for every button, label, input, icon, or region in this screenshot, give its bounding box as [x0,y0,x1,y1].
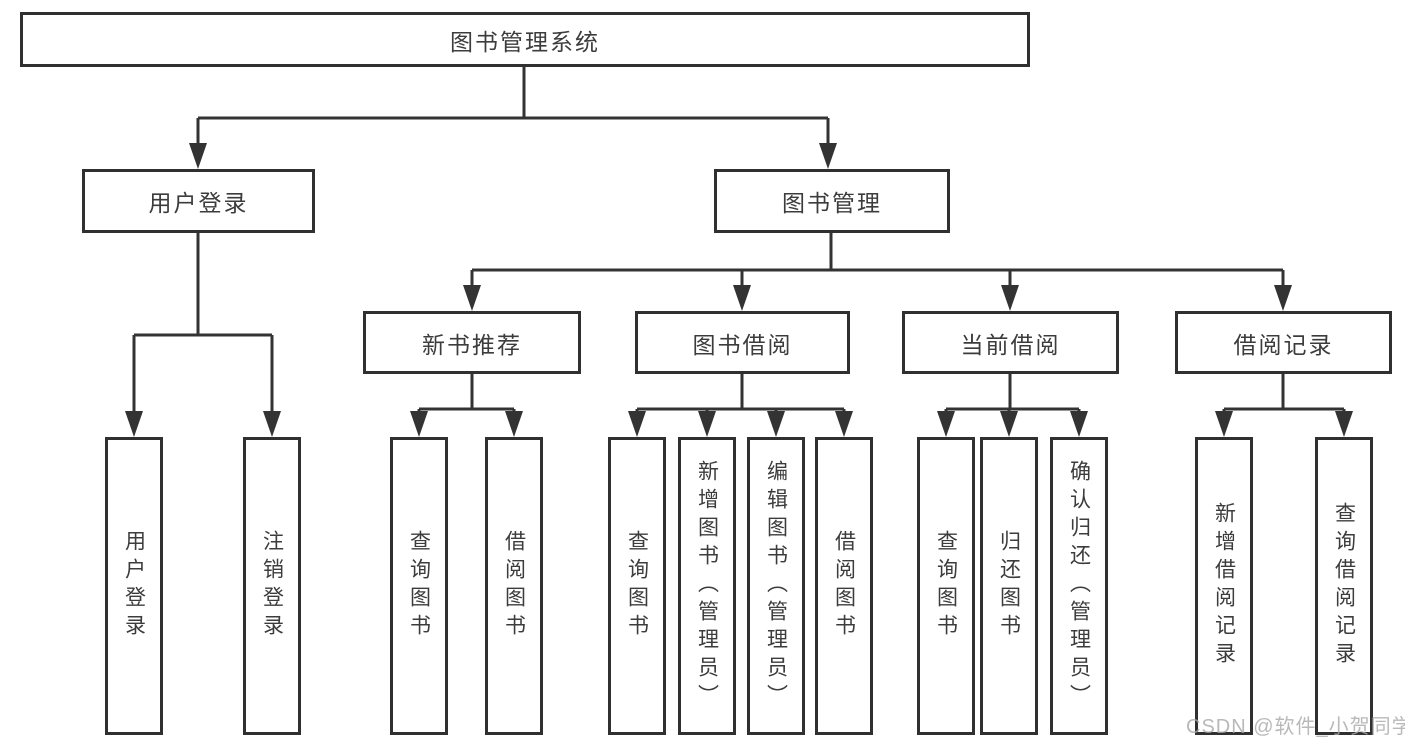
leaf-confirm-return-admin: 确认归还（管理员） [1050,437,1108,735]
leaf-return-books: 归还图书 [980,437,1038,735]
leaf-edit-books-admin: 编辑图书（管理员） [747,437,805,735]
leaf-add-borrow-record: 新增借阅记录 [1195,437,1253,735]
leaf-query-books-borrowing: 查询图书 [608,437,666,735]
leaf-query-borrow-record: 查询借阅记录 [1315,437,1373,735]
leaf-borrow-books: 借阅图书 [815,437,873,735]
node-current-borrowing: 当前借阅 [902,311,1119,374]
node-user-login: 用户登录 [82,169,315,233]
leaf-borrow-books-recommend: 借阅图书 [485,437,543,735]
leaf-user-login: 用户登录 [105,437,163,735]
node-new-book-recommend: 新书推荐 [363,311,581,374]
node-book-management: 图书管理 [714,169,950,233]
node-borrow-records: 借阅记录 [1175,311,1392,374]
csdn-watermark: CSDN @软件_小贺同学 [1186,716,1405,738]
leaf-add-books-admin: 新增图书（管理员） [678,437,736,735]
node-book-borrowing: 图书借阅 [635,311,850,374]
leaf-logout: 注销登录 [243,437,301,735]
node-root-system: 图书管理系统 [20,12,1030,67]
leaf-query-books-recommend: 查询图书 [390,437,448,735]
leaf-query-books-current: 查询图书 [917,437,975,735]
